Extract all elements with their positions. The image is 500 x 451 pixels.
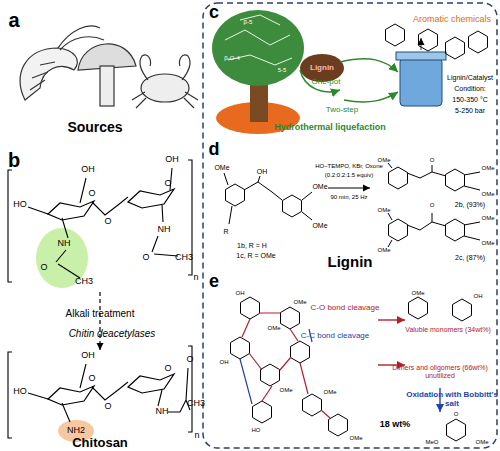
text-label: OMe [481,215,494,222]
text-label: Dimers and oligomers (66wt%) unutilized [390,364,490,379]
text-label: O [104,217,111,227]
text-label: O [142,253,149,263]
text-label: OH [257,168,268,176]
text-label: OMe [312,222,327,230]
text-label: a [8,9,19,31]
text-label: O [430,157,435,164]
text-label: e [209,272,219,292]
text-label: CH3 [187,399,205,409]
text-label: 2b, (93%) [455,201,485,209]
text-label: CH3 [75,277,93,287]
text-label: C-O bond cleavage [311,304,380,313]
text-label: O [430,202,435,209]
text-label: OMe [349,435,362,442]
text-label: OH [220,359,229,366]
text-label: OH [474,293,483,300]
text-label: OMe [267,325,280,332]
text-label: O [40,263,47,273]
oxidation-scheme [224,163,480,247]
text-label: NH [156,407,169,417]
text-label: Valuble monomers (34wt%) [405,326,490,334]
chitin-structure [8,160,192,288]
lignin-tree [212,10,488,134]
text-label: (0.2:0.2:1.5 equiv) [325,172,373,179]
text-label: O [186,355,193,365]
text-label: OH [165,155,179,165]
text-label: NH [58,239,71,249]
text-label: O [88,374,95,384]
text-label: b [8,149,20,171]
text-label: 5-250 bar [455,107,485,115]
text-label: β-5 [244,19,253,26]
text-label: 5-5 [278,67,287,74]
text-label: HO [13,200,27,210]
text-label: HO [13,387,27,397]
text-label: Oxidation with Bobbitt's salt [404,391,500,409]
text-label: R [223,228,228,236]
text-label: 150-350 °C [452,96,488,104]
text-label: OMe [377,247,390,254]
text-label: Chitosan [72,436,128,450]
text-label: Aromatic chemicals [413,15,491,25]
text-label: OMe [293,299,306,306]
text-label: OMe [475,439,488,446]
text-label: OMe [481,240,494,247]
text-label: HO–TEMPO, KBr, Oxone [315,163,383,170]
text-label: OMe [411,290,424,297]
text-label: OMe [377,157,390,164]
text-label: OH [236,290,245,297]
sources-drawing [20,26,198,108]
reaction-arrow [100,292,101,350]
text-label: n [194,431,199,441]
text-label: C-C bond cleavage [301,332,369,341]
text-label: CH3 [175,253,193,263]
text-label: Two-step [326,106,358,115]
text-label: 1c, R = OMe [236,252,275,260]
text-label: Condition: [454,85,486,93]
text-label: 90 min, 25 Hz [330,194,367,201]
text-label: O [454,411,459,418]
text-label: NH [158,225,171,235]
text-label: Lignin [328,254,373,271]
text-label: Hydrothermal liquefaction [274,123,386,133]
text-label: 1b, R = H [237,242,267,250]
text-label: Lignin [310,64,334,73]
text-label: MeO [425,439,438,446]
text-label: O [104,402,111,412]
text-label: O [164,364,171,374]
text-label: Sources [67,120,122,135]
panel-frame [203,3,497,448]
text-label: OMe [214,164,229,172]
text-label: OMe [481,165,494,172]
text-label: OH [81,165,95,175]
text-label: 2c, (87%) [455,254,485,262]
chitosan-structure [8,346,192,442]
text-label: O [88,189,95,199]
text-label: HO [252,427,261,434]
text-label: O [164,179,171,189]
text-label: d [209,140,220,160]
text-label: NH2 [67,426,85,436]
text-label: One-pot [312,78,341,87]
text-label: 18 wt% [380,420,411,430]
text-label: β-O-4 [224,55,239,62]
text-label: OMe [279,387,292,394]
text-label: OMe [481,191,494,198]
text-label: OMe [377,207,390,214]
text-label: Alkali treatment [66,308,135,319]
text-label: Lignin/Catalyst [447,74,493,82]
text-label: OMe [312,183,327,191]
text-label: n [193,273,198,283]
text-label: c [209,3,219,23]
text-label: OMe [323,389,336,396]
text-label: Chitin deacetylases [69,328,156,339]
text-label: OH [81,351,95,361]
